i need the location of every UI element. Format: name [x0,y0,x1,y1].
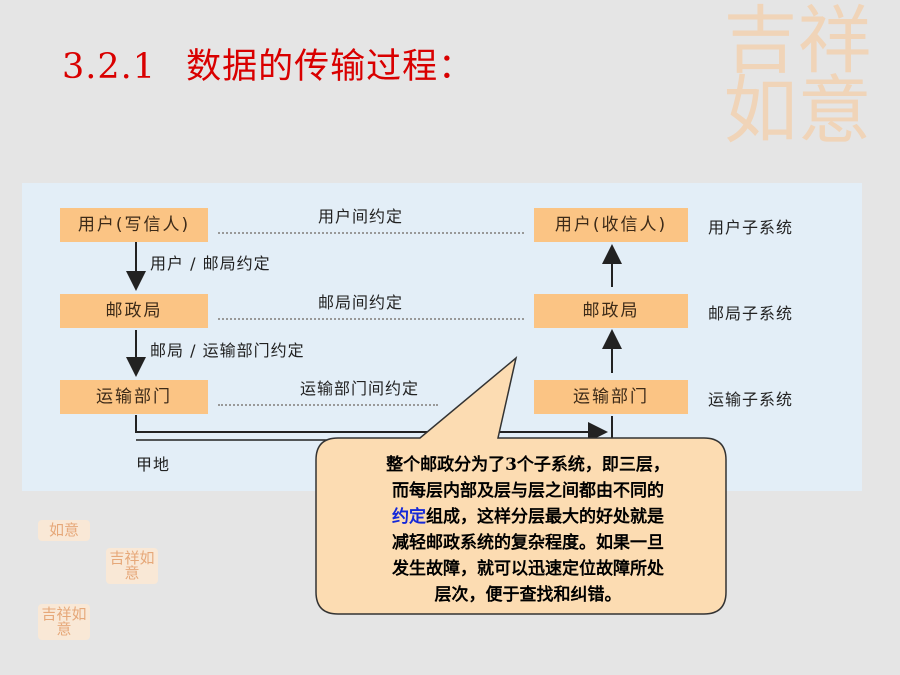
callout-line-6: 层次，便于查找和纠错。 [434,585,622,605]
callout-text: 整个邮政分为了3个子系统，即三层， 而每层内部及层与层之间都由不同的 约定组成，… [332,452,724,622]
box-user-sender: 用户(写信人) [60,208,208,242]
callout-line-2: 而每层内部及层与层之间都由不同的 [392,481,664,501]
peer-line-3 [218,404,438,406]
callout-line-3-rest: 组成，这样分层最大的好处就是 [426,507,664,527]
location-label: 甲地 [136,455,171,474]
peer-line-2 [218,318,524,320]
peer-label-post: 邮局间约定 [318,293,404,312]
callout-line-4: 减轻邮政系统的复杂程度。如果一旦 [392,533,664,553]
peer-label-user: 用户间约定 [318,207,404,226]
section-number: 3.2.1 [62,47,157,87]
slide-title: 3.2.1 数据的传输过程： [62,38,474,88]
peer-line-1 [218,232,524,234]
watermark-logo: 吉祥如意 [723,0,872,155]
callout-line-1: 整个邮政分为了3个子系统，即三层， [386,455,670,475]
box-user-receiver: 用户(收信人) [534,208,688,242]
watermark-small-1: 如意 [38,520,90,541]
watermark-small-2: 吉祥如意 [106,548,158,584]
vertical-label-user-post: 用户 / 邮局约定 [150,254,271,273]
title-text: 数据的传输过程： [186,47,475,87]
watermark-small-3: 吉祥如意 [38,604,90,640]
subsystem-label-transport: 运输子系统 [708,390,794,409]
box-post-office-left: 邮政局 [60,294,208,328]
peer-label-transport: 运输部门间约定 [300,379,420,398]
callout-line-5: 发生故障，就可以迅速定位故障所处 [392,559,664,579]
callout-line-3: 约定组成，这样分层最大的好处就是 [332,504,724,530]
subsystem-label-post: 邮局子系统 [708,304,794,323]
box-post-office-right: 邮政局 [534,294,688,328]
callout-highlight[interactable]: 约定 [392,507,426,527]
box-transport-left: 运输部门 [60,380,208,414]
box-transport-right: 运输部门 [534,380,688,414]
subsystem-label-user: 用户子系统 [708,218,794,237]
vertical-label-post-transport: 邮局 / 运输部门约定 [150,341,305,360]
